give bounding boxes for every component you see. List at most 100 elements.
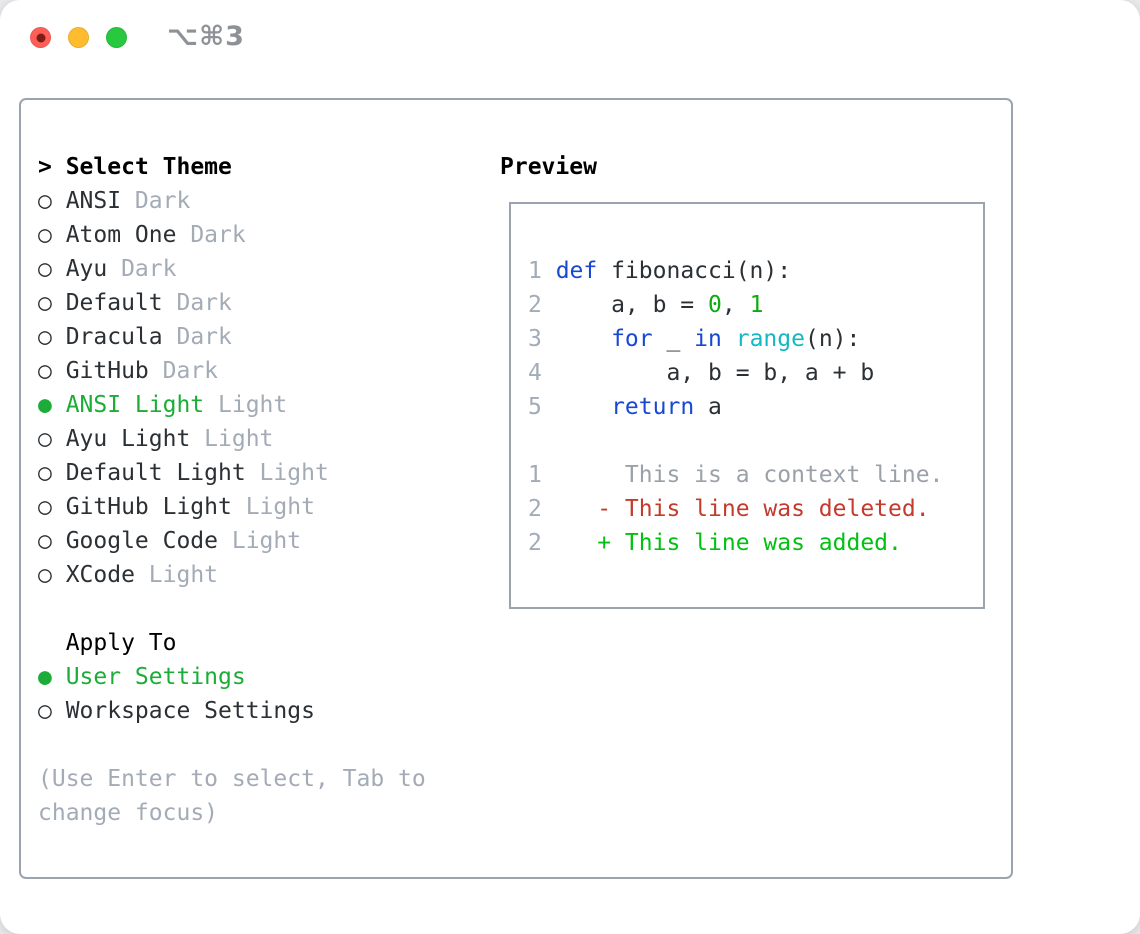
theme-item[interactable]: ● ANSI Light Light (38, 388, 498, 422)
code-token-plain: _ (652, 326, 695, 352)
theme-item[interactable]: ○ Default Light Light (38, 456, 498, 490)
code-line: 3 for _ in range(n): (528, 322, 983, 356)
line-number: 2 (528, 292, 556, 318)
gap (528, 424, 983, 458)
select-theme-header: > Select Theme (38, 150, 498, 184)
code-token-kw: def (555, 258, 598, 284)
code-token-plain: fibonacci(n): (597, 258, 792, 284)
theme-variant: Light (245, 460, 329, 486)
theme-variant: Light (231, 494, 315, 520)
code-token-plain: a (694, 394, 722, 420)
apply-to-label: Workspace Settings (65, 698, 315, 724)
theme-variant: Light (190, 426, 274, 452)
code-token-plain: a, b = (555, 292, 709, 318)
radio-icon: ○ (38, 256, 66, 282)
theme-name: Dracula (65, 324, 163, 350)
theme-item[interactable]: ○ Ayu Light Light (38, 422, 498, 456)
code-token-plain (556, 394, 611, 420)
apply-to-header: Apply To (65, 630, 177, 656)
minimize-button[interactable] (68, 27, 89, 48)
radio-icon: ○ (38, 324, 66, 350)
theme-item[interactable]: ○ Atom One Dark (38, 218, 498, 252)
apply-to-list: ● User Settings○ Workspace Settings (38, 660, 498, 728)
code-token-builtin: range (735, 326, 805, 352)
line-number: 1 (528, 258, 556, 284)
radio-selected-icon: ● (38, 664, 66, 690)
apply-to-label: User Settings (65, 664, 246, 690)
close-dot-icon (36, 33, 45, 42)
code-line: 5 return a (528, 390, 983, 424)
code-line: 1 def fibonacci(n): (528, 254, 983, 288)
radio-icon: ○ (38, 290, 66, 316)
diff-marker-icon: - (597, 496, 625, 522)
diff-marker-icon (597, 458, 625, 492)
theme-variant: Dark (176, 222, 246, 248)
line-number: 4 (528, 360, 556, 386)
radio-icon: ○ (38, 222, 66, 248)
help-line: (Use Enter to select, Tab to (38, 762, 498, 796)
diff-marker-icon: + (597, 530, 625, 556)
theme-variant: Dark (148, 358, 219, 384)
theme-item[interactable]: ○ XCode Light (38, 558, 498, 592)
theme-name: ANSI Light (65, 392, 205, 418)
code-token-kw: for (611, 326, 653, 352)
theme-name: ANSI (65, 188, 122, 214)
line-number: 3 (528, 326, 556, 352)
gap (38, 728, 498, 762)
radio-icon: ○ (38, 426, 66, 452)
theme-name: Ayu (65, 256, 108, 282)
theme-variant: Light (218, 528, 302, 554)
theme-name: XCode (65, 562, 135, 588)
select-theme-title: Select Theme (65, 154, 232, 180)
theme-item[interactable]: ○ ANSI Dark (38, 184, 498, 218)
line-number: 5 (528, 394, 556, 420)
code-token-num: 1 (749, 292, 764, 318)
theme-item[interactable]: ○ Google Code Light (38, 524, 498, 558)
radio-icon: ○ (38, 494, 66, 520)
code-token-plain (722, 326, 736, 352)
theme-variant: Dark (162, 324, 232, 350)
help-line-text: change focus) (38, 800, 219, 826)
code-token-plain (556, 326, 611, 352)
preview-title: Preview (500, 154, 597, 180)
theme-variant: Dark (121, 188, 191, 214)
diff-text: This is a context line. (624, 462, 944, 488)
theme-item[interactable]: ○ Dracula Dark (38, 320, 498, 354)
theme-item[interactable]: ○ GitHub Dark (38, 354, 498, 388)
theme-name: Google Code (65, 528, 219, 554)
zoom-button[interactable] (106, 27, 127, 48)
diff-preview: 1 This is a context line. 2 - This line w… (528, 458, 983, 560)
diff-text: This line was added. (624, 530, 902, 556)
close-button[interactable] (30, 27, 51, 48)
theme-name: Default Light (65, 460, 246, 486)
line-number: 2 (528, 530, 598, 556)
theme-name: GitHub Light (65, 494, 232, 520)
radio-icon: ○ (38, 528, 66, 554)
title-bar: ⌥⌘3 (0, 0, 1140, 74)
code-line: 2 a, b = 0, 1 (528, 288, 983, 322)
help-text: (Use Enter to select, Tab to change focus… (38, 762, 498, 830)
help-line-text: (Use Enter to select, Tab to (38, 766, 426, 792)
apply-to-option[interactable]: ○ Workspace Settings (38, 694, 498, 728)
line-number: 1 (528, 462, 598, 488)
theme-item[interactable]: ○ Ayu Dark (38, 252, 498, 286)
code-token-plain: (n): (804, 326, 861, 352)
diff-line-add: 2 + This line was added. (528, 526, 983, 560)
radio-icon: ○ (38, 562, 66, 588)
theme-item[interactable]: ○ Default Dark (38, 286, 498, 320)
theme-name: Ayu Light (65, 426, 191, 452)
help-line: change focus) (38, 796, 498, 830)
theme-name: Default (65, 290, 163, 316)
code-token-num: 0 (708, 292, 722, 318)
code-line: 4 a, b = b, a + b (528, 356, 983, 390)
theme-variant: Light (204, 392, 288, 418)
diff-text: This line was deleted. (624, 496, 930, 522)
apply-to-option[interactable]: ● User Settings (38, 660, 498, 694)
window-title: ⌥⌘3 (167, 21, 245, 52)
theme-item[interactable]: ○ GitHub Light Light (38, 490, 498, 524)
code-token-plain: a, b = b, a + b (555, 360, 875, 386)
diff-line-context: 1 This is a context line. (528, 458, 983, 492)
cursor-marker: > (38, 154, 66, 180)
radio-icon: ○ (38, 460, 66, 486)
radio-icon: ○ (38, 358, 66, 384)
